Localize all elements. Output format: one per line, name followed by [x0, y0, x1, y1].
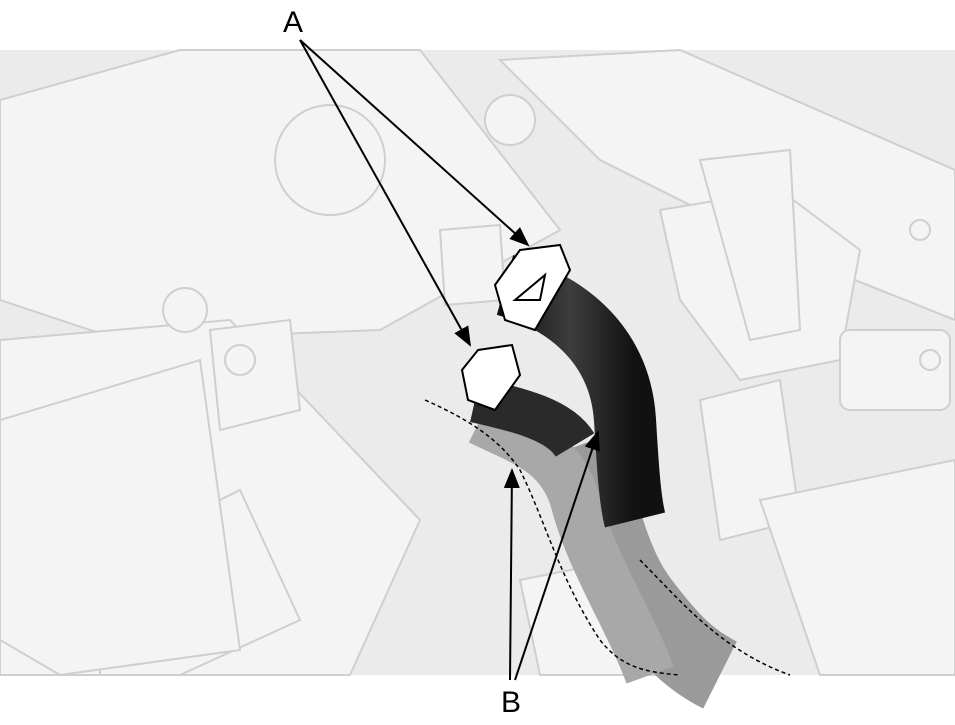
arrow-a-upper-clamp — [299, 39, 530, 247]
callout-label-b: B — [501, 686, 522, 719]
arrow-a-lower-clamp — [299, 39, 471, 347]
callout-label-a: A — [283, 6, 304, 39]
arrow-b-lower-hose — [503, 468, 520, 681]
hose-clamps — [460, 243, 572, 412]
arrow-b-upper-hose — [514, 430, 600, 681]
background-parts — [0, 48, 955, 677]
leader-arrows — [299, 39, 600, 681]
